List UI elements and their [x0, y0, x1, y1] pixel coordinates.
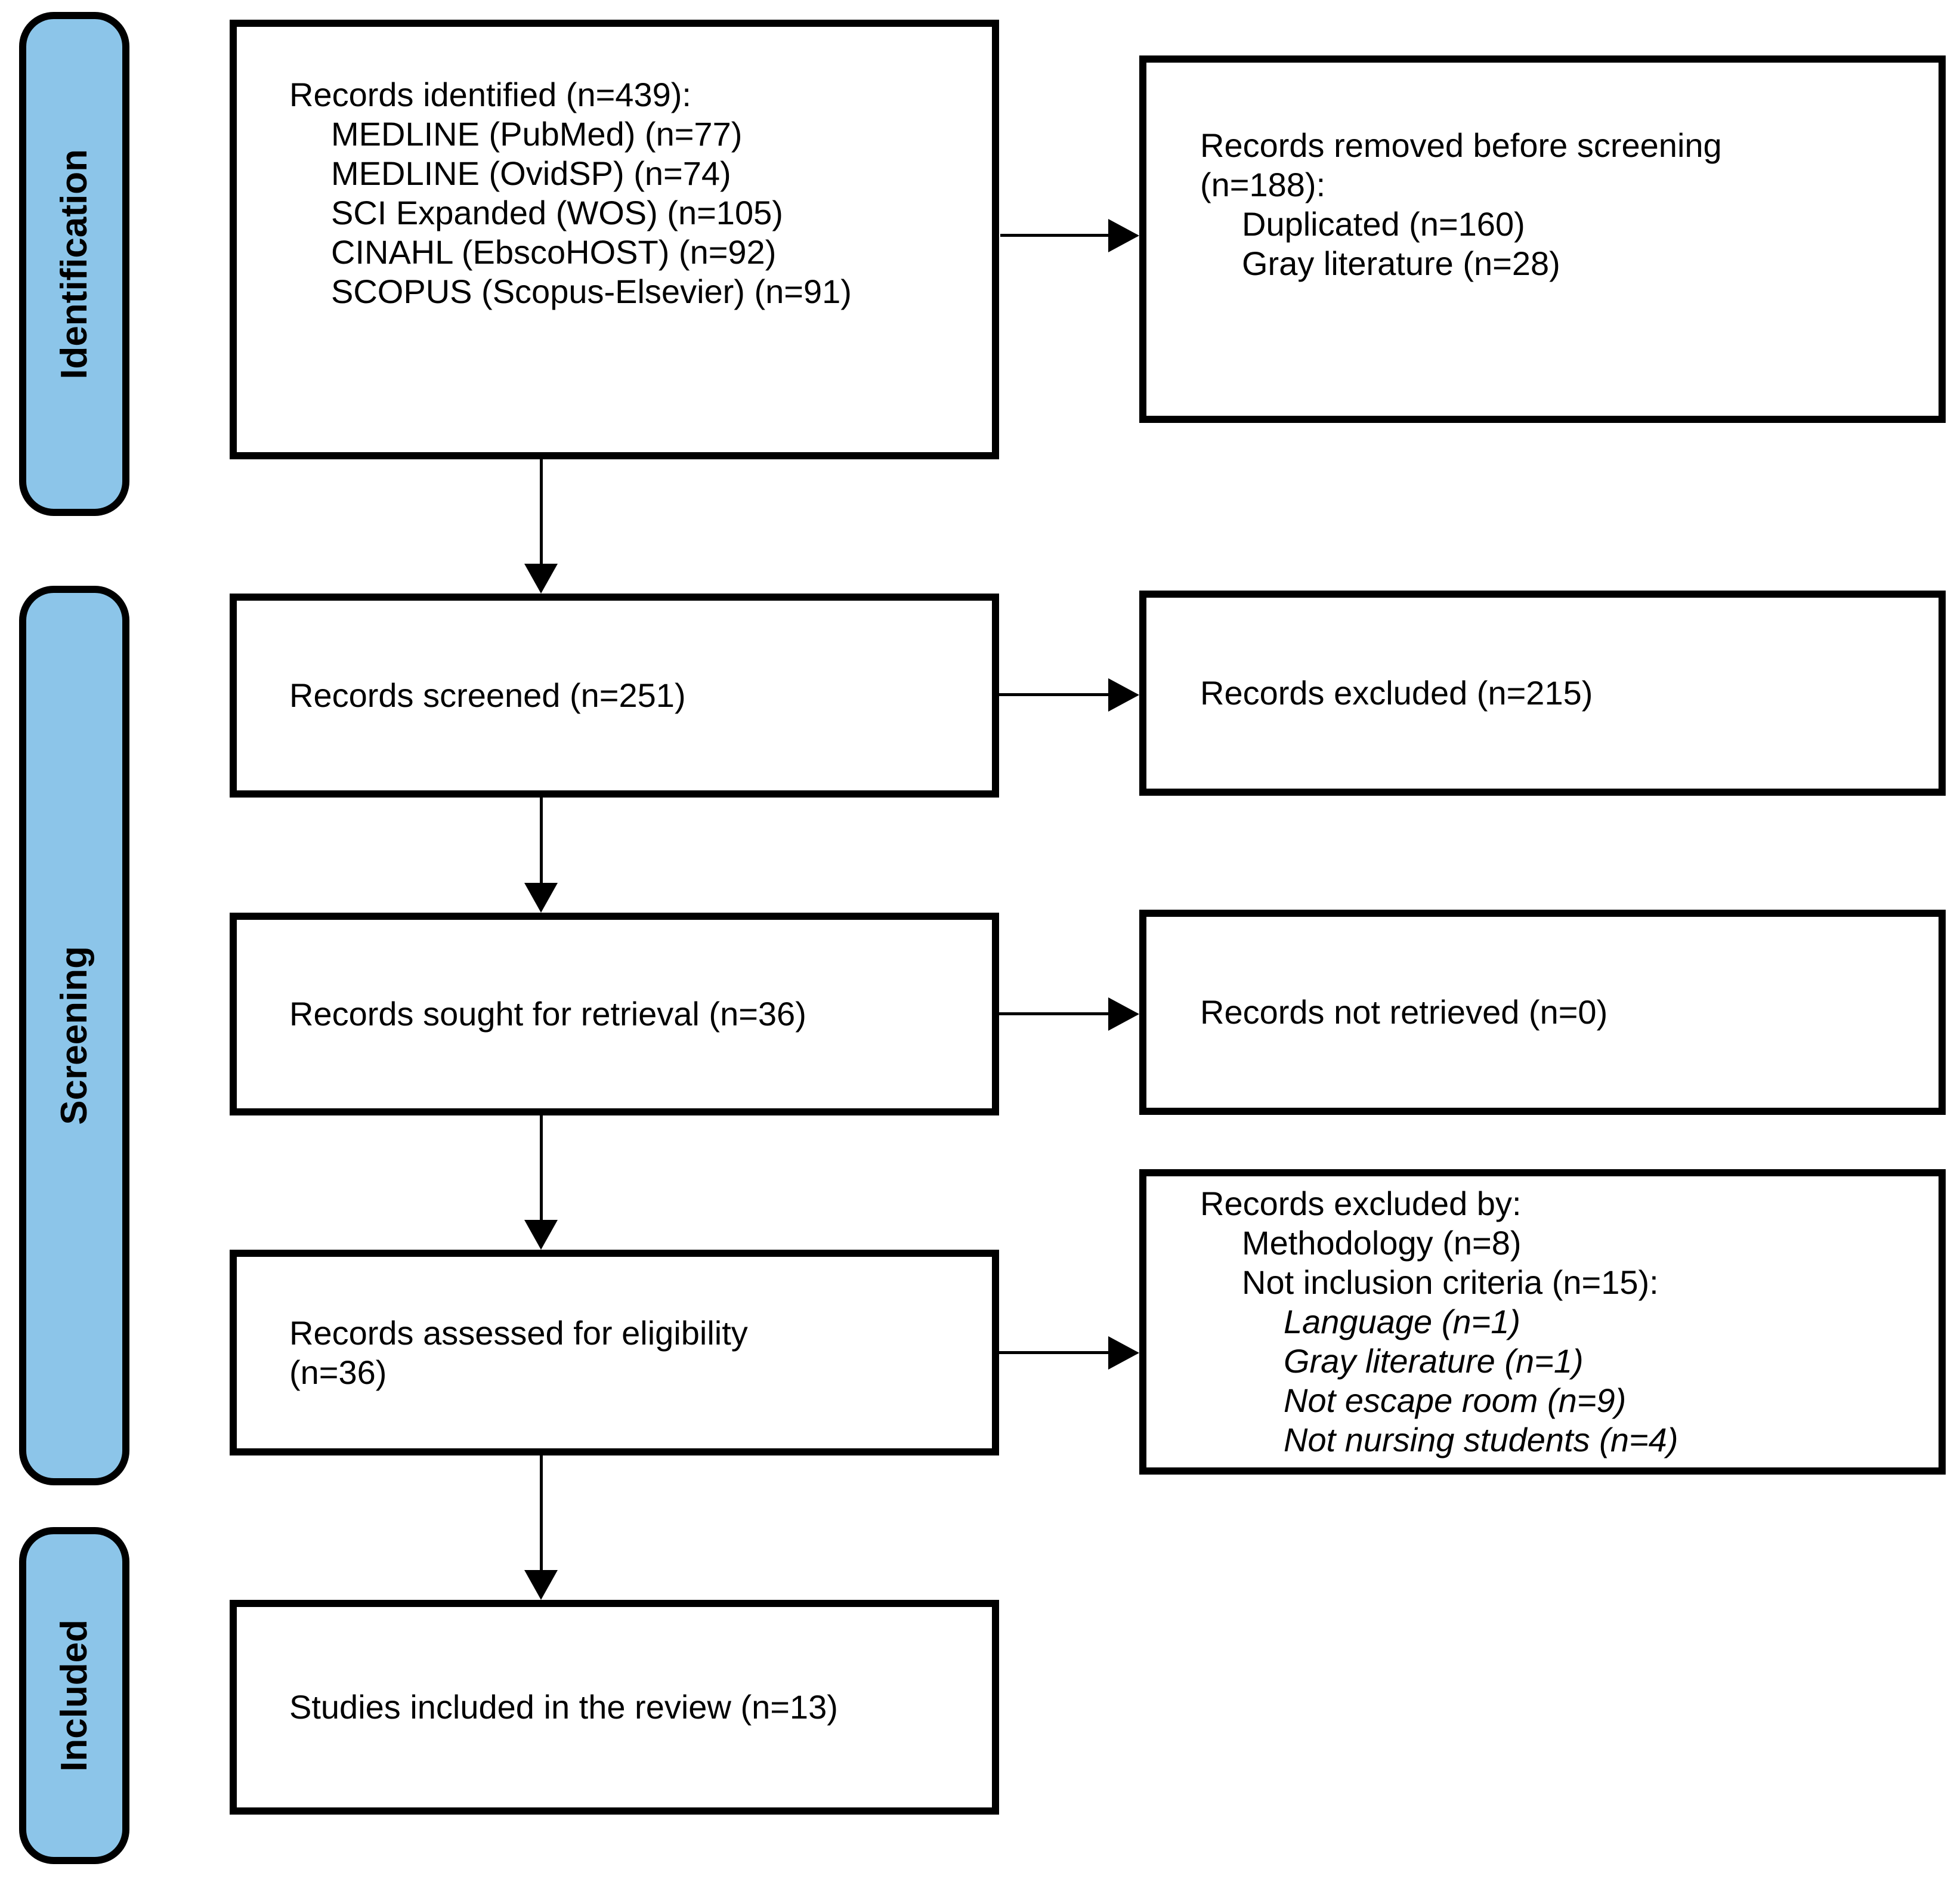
stage-label-screening: Screening	[54, 946, 95, 1125]
source-medline-ovidsp: MEDLINE (OvidSP) (n=74)	[331, 154, 731, 192]
studies-included-text: Studies included in the review (n=13)	[289, 1688, 838, 1726]
excluded-not-inclusion: Not inclusion criteria (n=15):	[1242, 1263, 1659, 1301]
source-cinahl: CINAHL (EbscoHOST) (n=92)	[331, 233, 777, 271]
stage-bar-screening: Screening	[19, 586, 129, 1485]
records-excluded-text: Records excluded (n=215)	[1200, 674, 1593, 712]
excluded-language: Language (n=1)	[1284, 1303, 1521, 1340]
box-records-sought: Records sought for retrieval (n=36)	[230, 913, 999, 1115]
box-records-identified: Records identified (n=439): MEDLINE (Pub…	[230, 20, 999, 459]
removed-gray-literature: Gray literature (n=28)	[1242, 245, 1560, 282]
source-scopus: SCOPUS (Scopus-Elsevier) (n=91)	[331, 273, 852, 310]
source-medline-pubmed: MEDLINE (PubMed) (n=77)	[331, 115, 743, 153]
records-sought-text: Records sought for retrieval (n=36)	[289, 995, 806, 1033]
excluded-methodology: Methodology (n=8)	[1242, 1224, 1522, 1262]
records-removed-heading: Records removed before screening	[1200, 126, 1722, 164]
box-records-excluded: Records excluded (n=215)	[1139, 591, 1946, 796]
stage-bar-included: Included	[19, 1527, 129, 1864]
stage-label-included: Included	[54, 1620, 95, 1772]
box-records-excluded-by: Records excluded by: Methodology (n=8) N…	[1139, 1169, 1946, 1475]
stage-label-identification: Identification	[54, 149, 95, 379]
excluded-not-nursing: Not nursing students (n=4)	[1284, 1421, 1678, 1458]
box-records-not-retrieved: Records not retrieved (n=0)	[1139, 910, 1946, 1115]
box-records-screened: Records screened (n=251)	[230, 594, 999, 798]
records-not-retrieved-text: Records not retrieved (n=0)	[1200, 993, 1608, 1031]
records-assessed-heading: Records assessed for eligibility	[289, 1314, 748, 1352]
records-screened-text: Records screened (n=251)	[289, 676, 686, 714]
records-removed-count: (n=188):	[1200, 166, 1326, 203]
records-assessed-count: (n=36)	[289, 1353, 387, 1391]
records-identified-heading: Records identified (n=439):	[289, 76, 691, 113]
source-sci-expanded: SCI Expanded (WOS) (n=105)	[331, 194, 783, 231]
box-records-removed: Records removed before screening (n=188)…	[1139, 55, 1946, 423]
box-studies-included: Studies included in the review (n=13)	[230, 1600, 999, 1815]
excluded-not-escape-room: Not escape room (n=9)	[1284, 1382, 1627, 1419]
excluded-gray-literature: Gray literature (n=1)	[1284, 1342, 1584, 1380]
stage-bar-identification: Identification	[19, 12, 129, 516]
box-records-assessed: Records assessed for eligibility (n=36)	[230, 1250, 999, 1455]
removed-duplicated: Duplicated (n=160)	[1242, 205, 1525, 243]
excluded-by-heading: Records excluded by:	[1200, 1185, 1522, 1222]
